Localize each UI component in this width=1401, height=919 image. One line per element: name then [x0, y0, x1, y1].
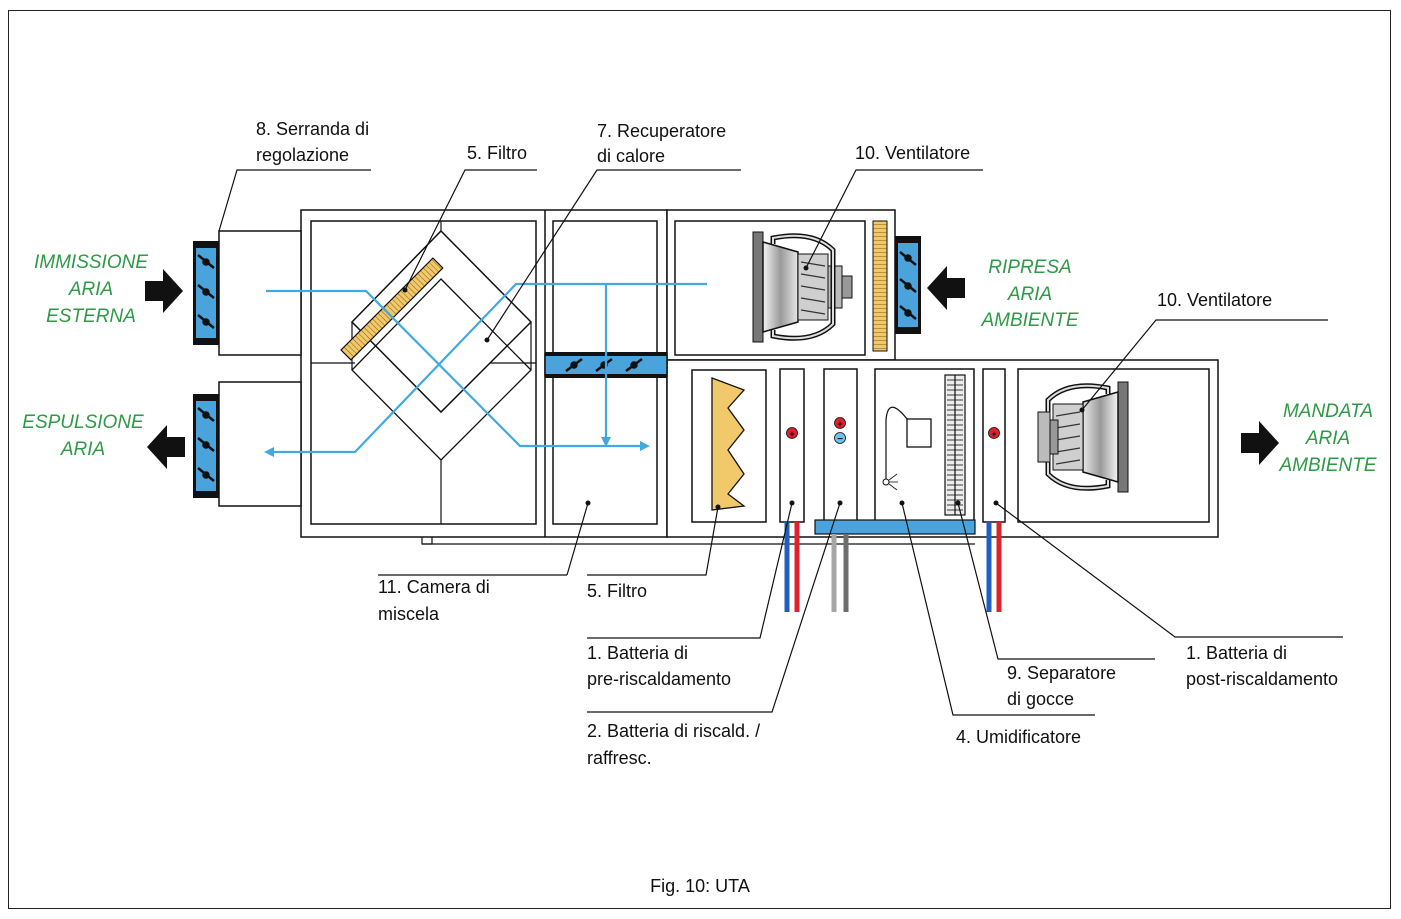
plus-sign-icon	[834, 417, 846, 429]
plus-sign-icon	[988, 427, 1000, 439]
flow-ripresa-3: AMBIENTE	[980, 310, 1078, 331]
arrow-left-icon	[147, 425, 185, 469]
heating-cooling-coil	[823, 368, 858, 523]
svg-text:−: −	[837, 434, 843, 445]
label-risc: 2. Batteria di riscald. /	[587, 721, 760, 741]
flow-mandata-2: ARIA	[1305, 428, 1350, 449]
return-filter	[872, 220, 888, 352]
air-flow-lines	[264, 282, 707, 457]
flow-espulsione-1: ESPULSIONE	[22, 412, 144, 433]
svg-text:+: +	[837, 419, 842, 429]
flow-immissione-1: IMMISSIONE	[34, 252, 148, 273]
label-filtro-top: 5. Filtro	[467, 143, 527, 163]
flow-ripresa-1: RIPRESA	[988, 257, 1071, 278]
figure-caption: Fig. 10: UTA	[650, 876, 750, 896]
flow-espulsione-2: ARIA	[60, 439, 105, 460]
flow-ripresa-2: ARIA	[1007, 284, 1052, 305]
recovery-filter	[340, 257, 444, 361]
label-recuperatore: 7. Recuperatore	[597, 121, 726, 141]
exhaust-damper-icon	[193, 394, 219, 498]
droplet-separator	[944, 374, 966, 516]
leader-lines	[218, 169, 1343, 716]
flow-immissione-3: ESTERNA	[46, 306, 136, 327]
label-ventilatore-top: 10. Ventilatore	[855, 143, 970, 163]
drain-tray	[814, 519, 976, 535]
humidifier-nozzle	[882, 406, 932, 491]
label-camera-2: miscela	[378, 604, 440, 624]
flow-mandata-3: AMBIENTE	[1278, 455, 1376, 476]
minus-sign-icon	[834, 432, 846, 444]
label-post-2: post-riscaldamento	[1186, 669, 1338, 689]
label-camera: 11. Camera di	[378, 577, 490, 597]
svg-text:+: +	[789, 429, 794, 439]
label-separatore-2: di gocce	[1007, 689, 1074, 709]
return-fan-icon	[752, 231, 853, 343]
preheat-coil	[779, 368, 805, 523]
heat-recovery-exchanger	[350, 229, 533, 414]
plus-sign-icon	[786, 427, 798, 439]
exhaust-duct	[218, 381, 302, 507]
return-damper-icon	[895, 236, 921, 334]
postheat-coil	[982, 368, 1006, 523]
arrow-left-icon	[927, 266, 965, 310]
label-ventilatore-right: 10. Ventilatore	[1157, 290, 1272, 310]
arrow-right-icon	[145, 269, 183, 313]
flow-mandata-1: MANDATA	[1283, 401, 1373, 422]
flow-immissione-2: ARIA	[68, 279, 113, 300]
label-pre: 1. Batteria di	[587, 643, 688, 663]
intake-damper-icon	[193, 241, 219, 345]
supply-fan-housing	[1037, 411, 1059, 463]
bag-filter	[711, 377, 746, 511]
label-umidificatore: 4. Umidificatore	[956, 727, 1081, 747]
label-separatore: 9. Separatore	[1007, 663, 1116, 683]
svg-text:+: +	[991, 429, 996, 439]
label-recuperatore-2: di calore	[597, 146, 665, 166]
diagram-frame	[8, 10, 1391, 909]
coil-pipes	[784, 522, 1002, 612]
label-pre-2: pre-riscaldamento	[587, 669, 731, 689]
label-risc-2: raffresc.	[587, 748, 652, 768]
label-serranda: 8. Serranda di	[256, 119, 369, 139]
intake-duct	[218, 230, 302, 356]
arrow-right-icon	[1241, 421, 1279, 465]
label-filtro-bottom: 5. Filtro	[587, 581, 647, 601]
label-post: 1. Batteria di	[1186, 643, 1287, 663]
label-serranda-2: regolazione	[256, 145, 349, 165]
